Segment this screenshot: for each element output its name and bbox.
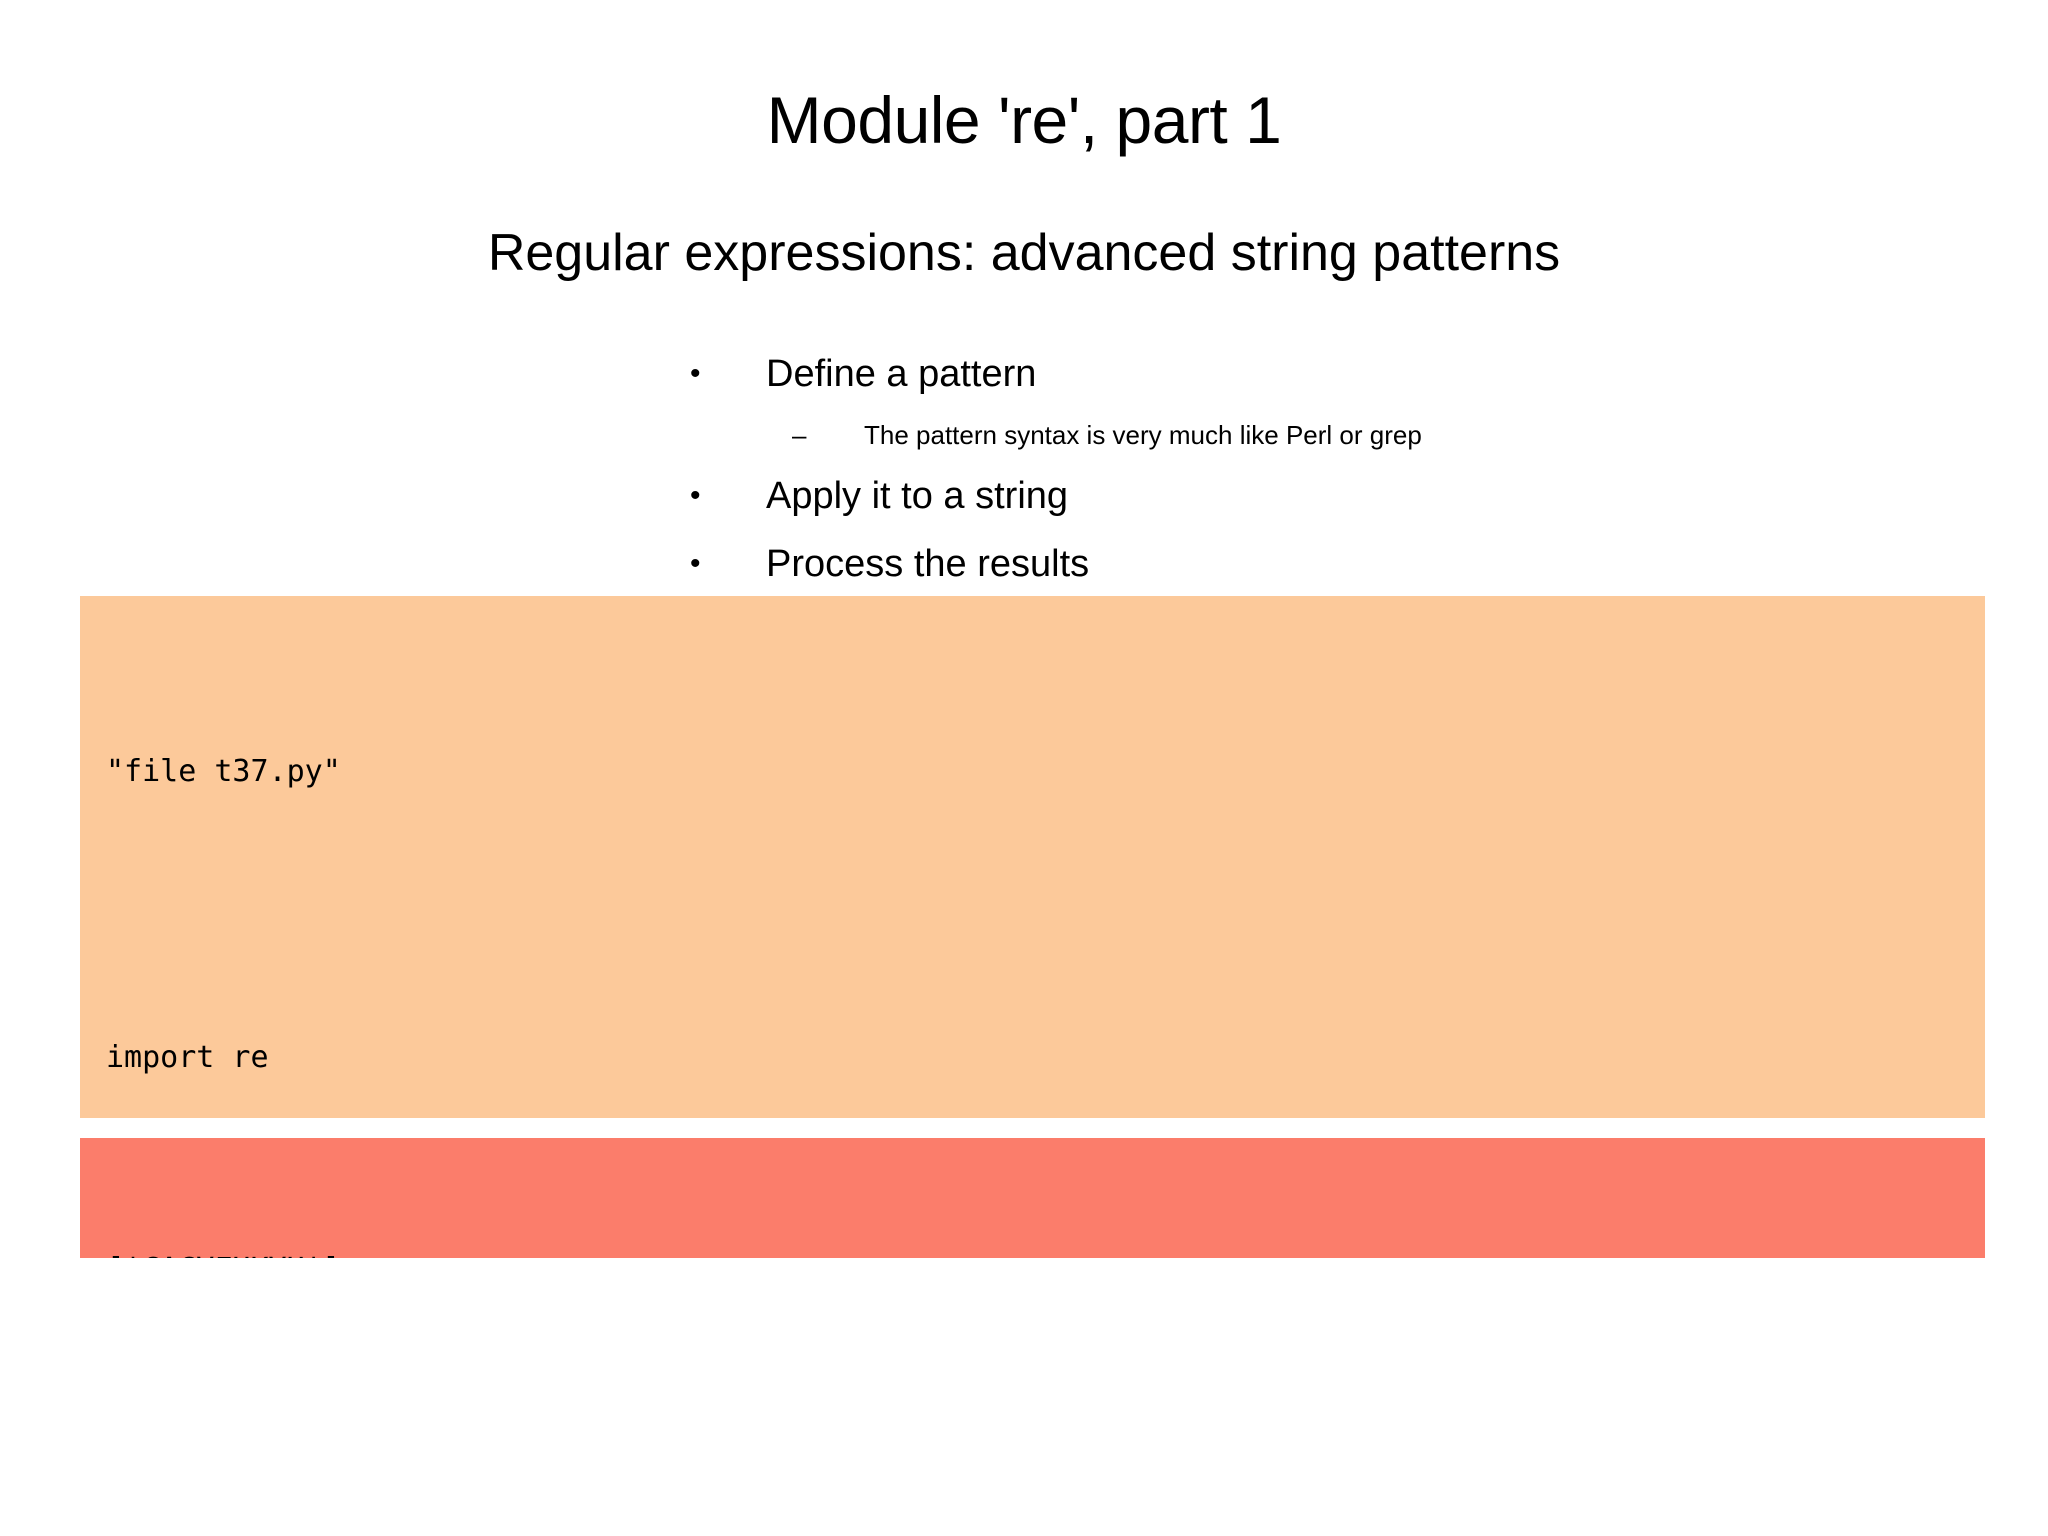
bullet-marker-icon: • [690,357,701,390]
page-title: Module 're', part 1 [766,83,1282,157]
bullet-marker-icon: • [690,479,701,512]
code-line-blank [106,882,1985,904]
code-block-output: ['CACVFHKVH'] ['KE', 'KR'] [80,1138,1985,1258]
bullet-item-apply-it-to-a-string: • Apply it to a string [682,462,1782,530]
bullet-list: • Define a pattern – The pattern syntax … [682,340,1782,598]
bullet-marker-icon: • [690,547,701,580]
bullet-text: Apply it to a string [766,475,1069,517]
bullet-item-pattern-syntax: – The pattern syntax is very much like P… [682,408,1782,462]
output-line: ['CACVFHKVH'] [106,1248,1985,1258]
code-line-file-label: "file t37.py" [106,754,341,789]
page-subtitle: Regular expressions: advanced string pat… [487,224,1561,282]
code-line-import: import re [106,1040,269,1075]
bullet-text: Define a pattern [766,353,1037,395]
dash-marker-icon: – [792,420,807,450]
bullet-text: The pattern syntax is very much like Per… [864,420,1422,450]
bullet-item-define-a-pattern: • Define a pattern [682,340,1782,408]
code-block-source: "file t37.py" import re seq = "MAKEVFSKR… [80,596,1985,1118]
bullet-text: Process the results [766,543,1090,585]
bullet-item-process-the-results: • Process the results [682,530,1782,598]
